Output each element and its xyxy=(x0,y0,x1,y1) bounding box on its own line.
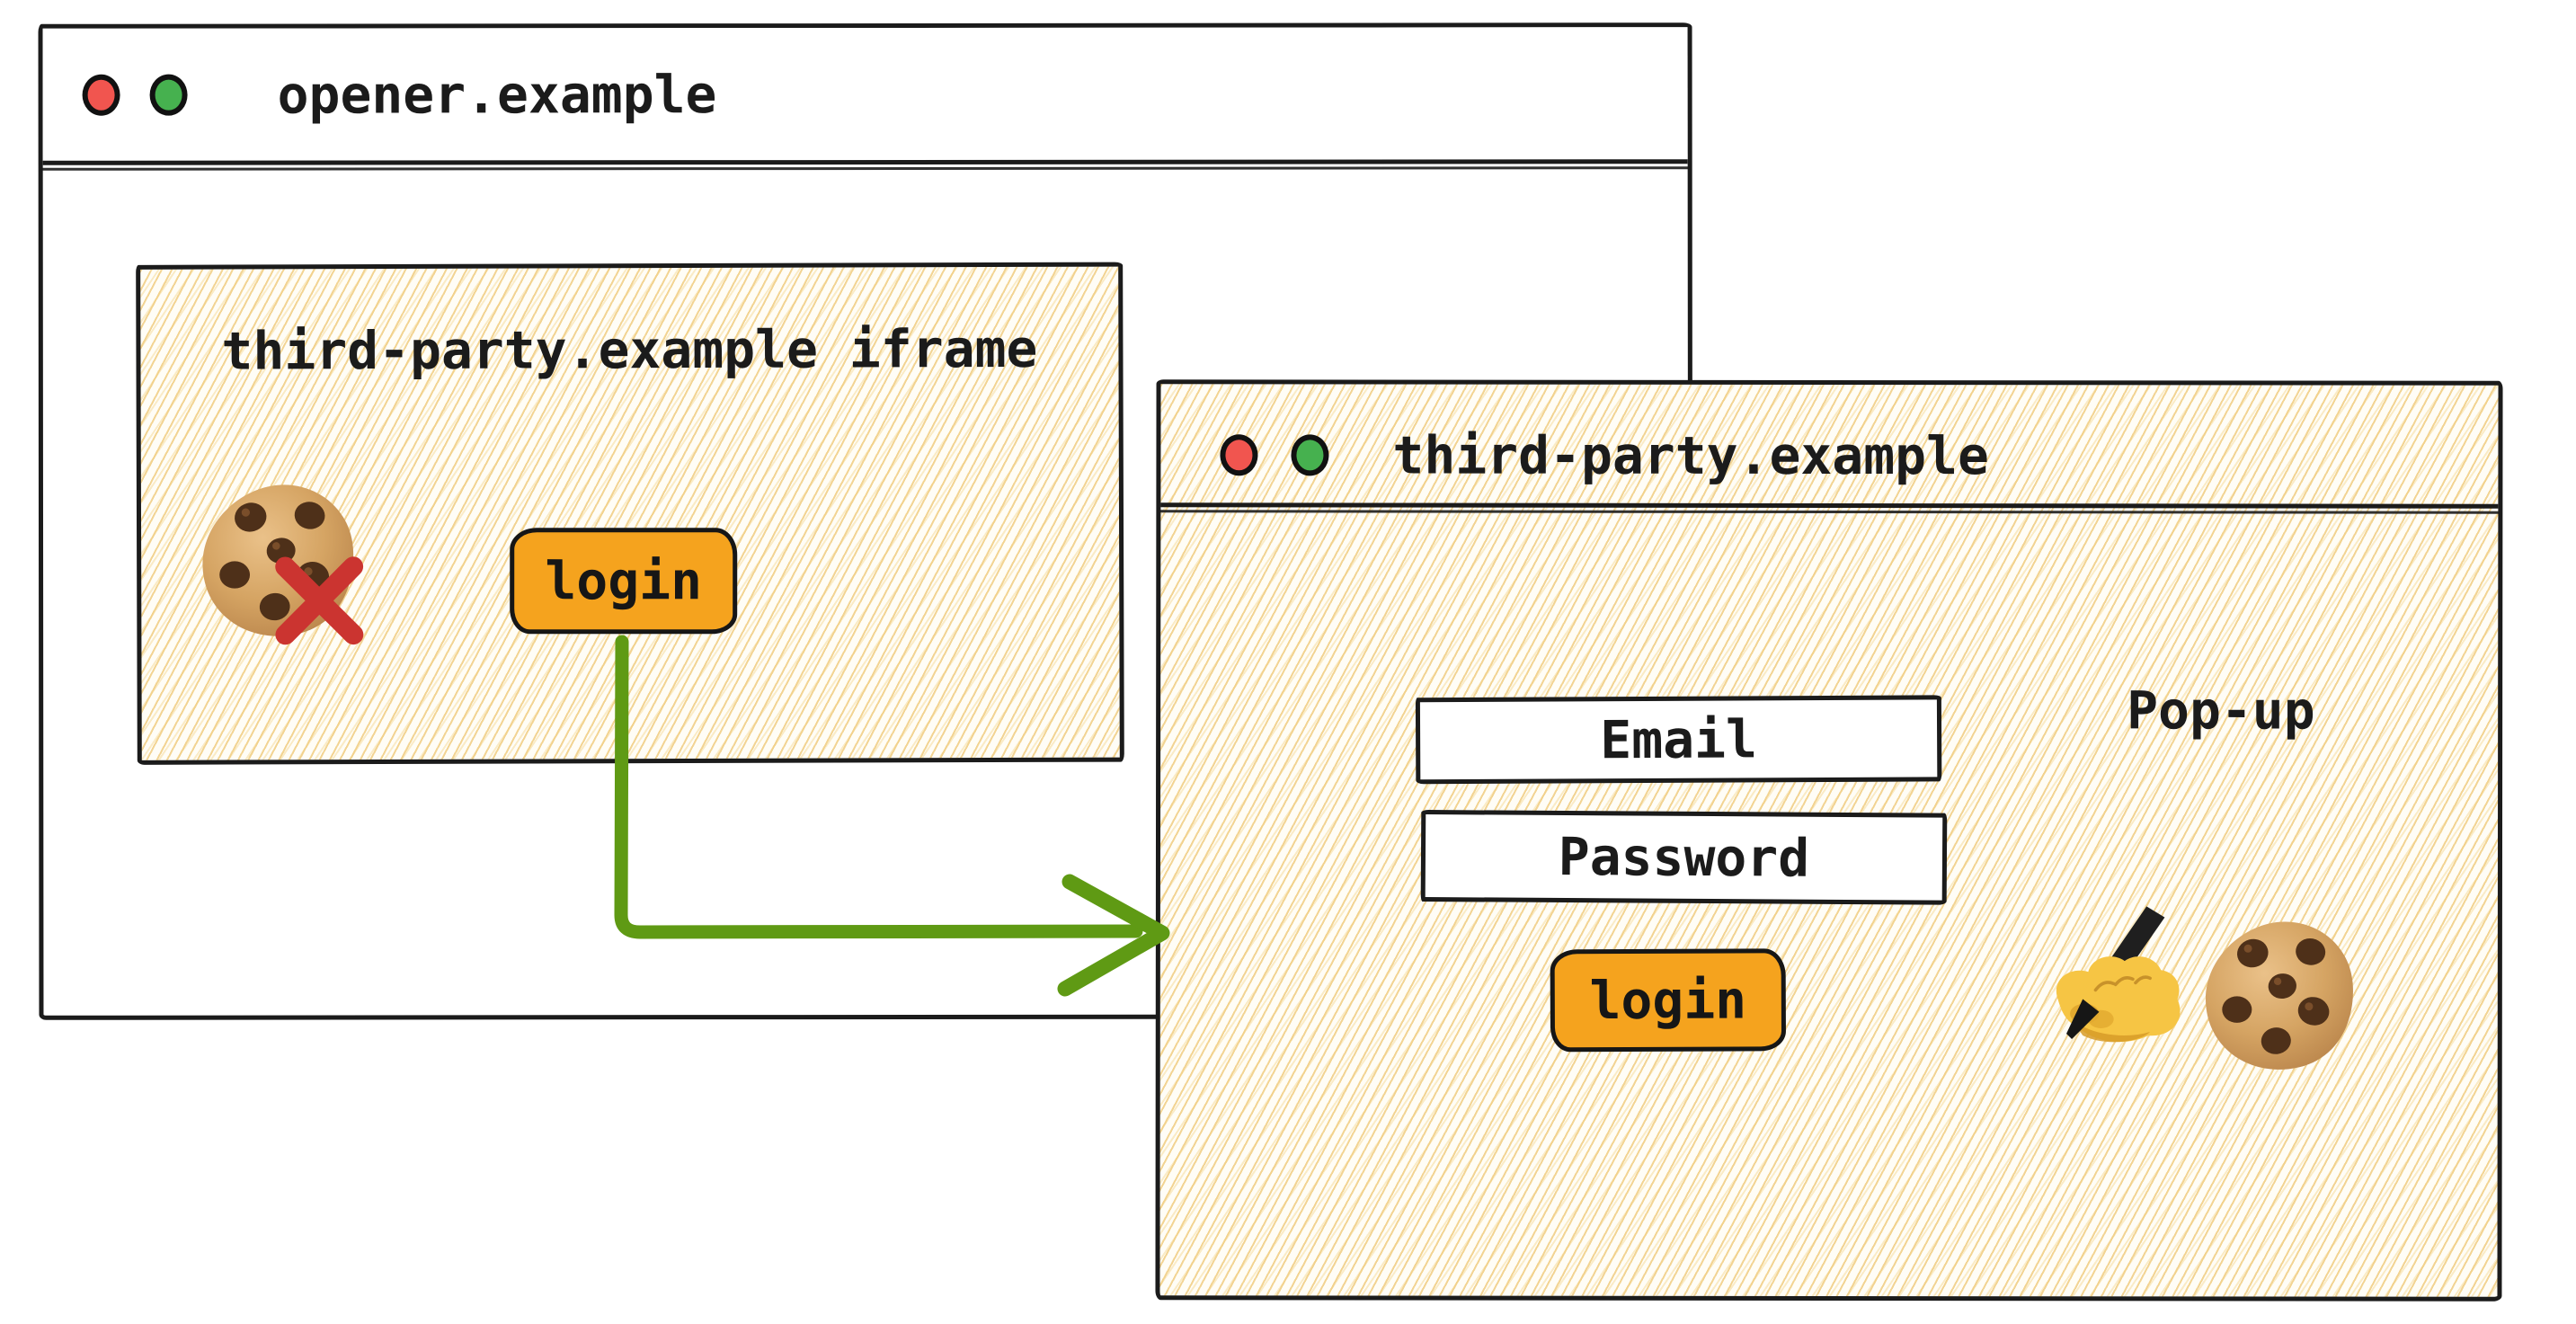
cookie-icon xyxy=(2206,921,2353,1070)
maximize-button-icon[interactable] xyxy=(1291,434,1329,476)
email-input[interactable]: Email xyxy=(1415,695,1942,785)
close-button-icon[interactable] xyxy=(82,74,120,116)
blocked-cookie-icon xyxy=(198,480,364,647)
third-party-iframe: third-party.example iframe xyxy=(136,262,1124,765)
close-button-icon[interactable] xyxy=(1220,434,1258,476)
popup-login-button[interactable]: login xyxy=(1550,948,1787,1053)
popup-annotation-label: Pop-up xyxy=(2127,680,2315,742)
opener-window-title: opener.example xyxy=(277,63,717,126)
popup-window-title: third-party.example xyxy=(1392,424,1989,487)
opener-titlebar: opener.example xyxy=(42,27,1688,165)
blocked-cross-icon xyxy=(275,556,364,645)
popup-titlebar: third-party.example xyxy=(1160,384,2499,509)
popup-window: third-party.example Pop-up Email Passwor… xyxy=(1155,379,2503,1302)
maximize-button-icon[interactable] xyxy=(149,74,188,116)
password-input[interactable]: Password xyxy=(1420,809,1948,905)
iframe-title: third-party.example iframe xyxy=(221,317,1038,382)
opener-window: opener.example third-party.example ifram… xyxy=(38,22,1693,1020)
iframe-login-button[interactable]: login xyxy=(510,528,738,635)
writing-hand-icon xyxy=(2056,906,2181,1043)
